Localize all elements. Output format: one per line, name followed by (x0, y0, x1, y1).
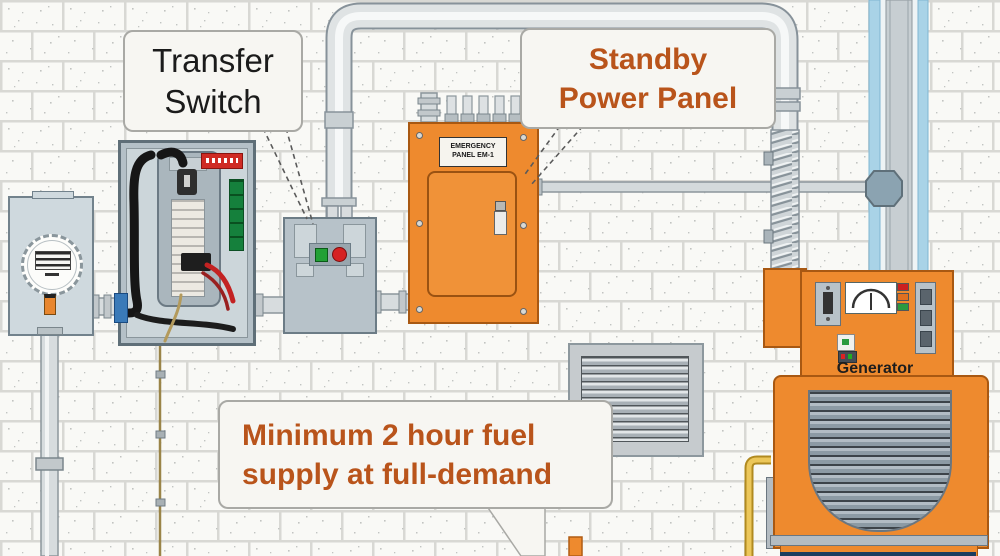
green-button (315, 248, 328, 262)
indicator-red (897, 283, 909, 291)
meter-face (21, 234, 83, 296)
generator-indicator-lights (897, 283, 909, 315)
generator-gauge (845, 282, 897, 314)
panel-door (427, 171, 517, 297)
standby-panel-conduit-stubs (417, 92, 523, 123)
switch-port-right (346, 263, 364, 277)
indicator-green (897, 303, 909, 311)
junction-box (865, 170, 903, 207)
meter-top-tab (32, 191, 74, 199)
transfer-switch (283, 217, 377, 334)
main-conduit-run (321, 2, 801, 222)
meter-seal-tag (44, 294, 56, 315)
ground-wire (148, 328, 172, 556)
door-latch (495, 201, 506, 211)
standby-power-panel: EMERGENCY PANEL EM-1 (408, 122, 539, 324)
generator-grille (808, 390, 952, 532)
panel-nameplate: EMERGENCY PANEL EM-1 (439, 137, 507, 167)
generator-label: Generator (836, 360, 914, 377)
generator-base-strip (780, 552, 976, 556)
indicator-amber (897, 293, 909, 301)
panel-to-junction-conduit (532, 178, 870, 196)
generator-start-switch (815, 282, 841, 326)
brand-label (201, 153, 243, 169)
generator-status-lamps (838, 351, 857, 363)
switch-handle (177, 169, 197, 195)
generator-frame-rail (770, 535, 988, 546)
switch-contact-column (171, 199, 205, 297)
generator-hour-meter (837, 334, 855, 351)
callout-standby-power-panel: Standby Power Panel (520, 28, 776, 129)
flexible-conduit (763, 129, 800, 273)
transfer-switch-cabinet (114, 140, 256, 346)
door-handle (494, 211, 507, 235)
cable-connector (114, 293, 128, 323)
generator: Generator (758, 262, 990, 556)
generator-breaker-panel (915, 282, 936, 354)
red-button (332, 247, 347, 262)
utility-meter (8, 191, 94, 336)
callout-transfer-switch: Transfer Switch (123, 30, 303, 132)
lug-block (181, 253, 211, 271)
callout-fuel-supply: Minimum 2 hour fuel supply at full-deman… (218, 400, 613, 509)
switch-button-strip (309, 243, 351, 266)
fuel-line (744, 455, 771, 556)
meter-drop-conduit (35, 327, 64, 556)
exhaust-pipe (868, 0, 929, 273)
cabinet-wiring (124, 147, 236, 343)
meter-dial-mark (45, 273, 59, 276)
switch-port-left (296, 263, 314, 277)
switch-mechanism (157, 151, 221, 307)
meter-bottom-hub (37, 327, 63, 335)
meter-register-display (35, 251, 71, 270)
ground-bar (229, 179, 244, 251)
